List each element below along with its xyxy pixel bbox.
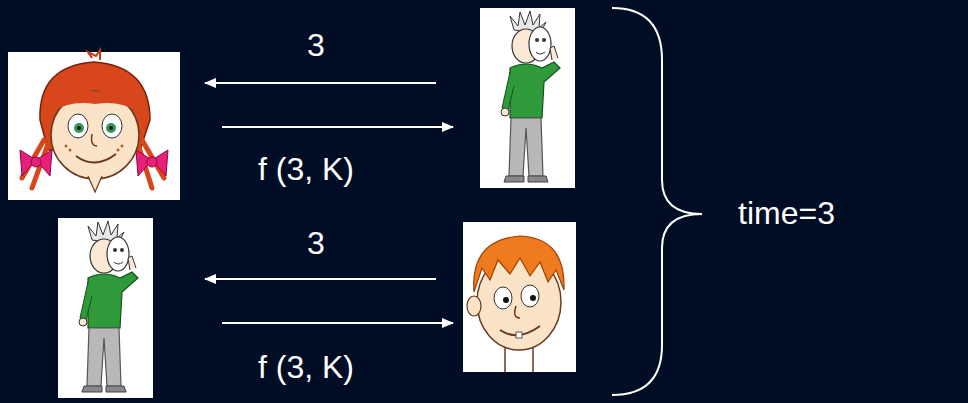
- masked-man-figure: [58, 218, 153, 398]
- arrow: [205, 278, 436, 280]
- masked-man-figure: [480, 8, 575, 188]
- response-label: f (3, K): [258, 350, 354, 385]
- message-label: 3: [307, 28, 325, 63]
- time-label: time=3: [738, 196, 835, 231]
- message-label: 3: [307, 226, 325, 261]
- girl-figure: [8, 50, 180, 200]
- response-label: f (3, K): [258, 152, 354, 187]
- arrow: [205, 82, 436, 84]
- arrow: [222, 126, 453, 128]
- arrow: [222, 322, 453, 324]
- boy-figure: [463, 222, 576, 372]
- curly-bracket: [612, 8, 702, 395]
